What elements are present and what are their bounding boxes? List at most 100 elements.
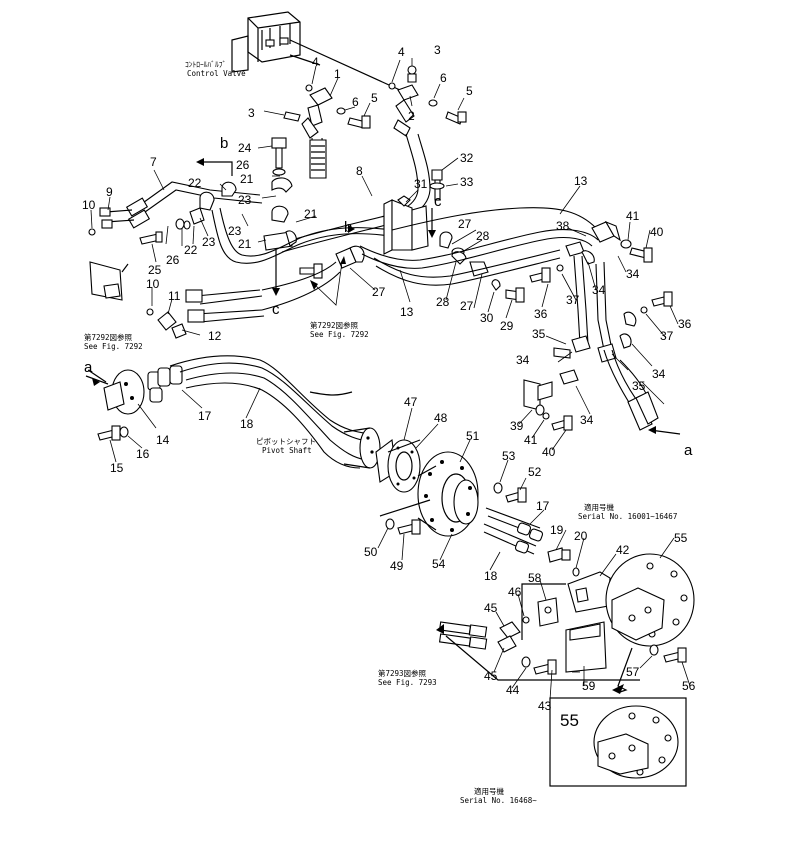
callout-3-left: 3 (248, 106, 255, 120)
callout-27-top: 27 (458, 217, 472, 231)
hose-18-b (179, 362, 373, 443)
callout-27-right: 27 (460, 299, 474, 313)
callout-34-c: 34 (516, 353, 530, 367)
hose-13-upper-a (391, 207, 597, 231)
ref-7292-mid-en: See Fig. 7292 (310, 330, 369, 339)
callout-40-bottom: 40 (542, 445, 556, 459)
callout-55-top: 55 (674, 531, 688, 545)
elbow-fitting-2 (393, 84, 419, 137)
callout-13-bottom: 13 (400, 305, 414, 319)
view-marker-a-left: a (84, 359, 93, 376)
view-marker-a-right: a (684, 442, 693, 459)
callout-56: 56 (682, 679, 696, 693)
callout-26-bottom: 26 (166, 253, 180, 267)
serial-b-jp: 適用号機 (474, 786, 504, 796)
pivot-shaft (343, 427, 381, 469)
callout-21-a: 21 (240, 172, 254, 186)
callout-41-bottom: 41 (524, 433, 538, 447)
callout-36-right: 36 (678, 317, 692, 331)
hose-11-to-clamp (261, 261, 337, 291)
hose-right-vertical-a (573, 255, 581, 345)
ref-7292-left-block (89, 261, 129, 301)
callout-57: 57 (626, 665, 640, 679)
serial-a-en: Serial No. 16001~16467 (578, 512, 677, 521)
control-valve (231, 11, 401, 91)
callout-34-b: 34 (592, 283, 606, 297)
callout-38: 38 (556, 219, 570, 233)
pivot-shaft-label-jp: ピボットシャフト (256, 437, 316, 446)
callout-21-b: 21 (304, 207, 318, 221)
callout-37-left: 37 (566, 293, 580, 307)
callout-42: 42 (616, 543, 630, 557)
callout-9: 9 (106, 185, 113, 199)
callout-47: 47 (404, 395, 418, 409)
callout-24: 24 (238, 141, 252, 155)
callout-28-bottom: 28 (436, 295, 450, 309)
plate-55-serial-a (605, 553, 695, 647)
callout-51: 51 (466, 429, 480, 443)
fittings-45-46 (438, 616, 557, 675)
callout-55-box: 55 (560, 711, 579, 730)
callout-50: 50 (364, 545, 378, 559)
callout-59: 59 (582, 679, 596, 693)
callout-16: 16 (136, 447, 150, 461)
serial-b-box (549, 697, 687, 787)
plate-55-serial-b (593, 705, 679, 779)
view-marker-c-mid: c (434, 193, 442, 210)
callout-22-bottom: 22 (184, 243, 198, 257)
a-left-leader (87, 369, 107, 383)
callout-46: 46 (508, 585, 522, 599)
clamp-27-center (299, 245, 365, 279)
hose-18-c (185, 372, 367, 461)
bolts-39-41-40 (535, 404, 573, 431)
flange-47-48 (375, 438, 421, 493)
callout-31: 31 (414, 177, 428, 191)
callout-23-b: 23 (228, 224, 242, 238)
callout-21-c: 21 (238, 237, 252, 251)
callout-25: 25 (148, 263, 162, 277)
callout-numbers: 1 2 3 3 4 4 5 5 6 6 7 8 9 10 10 11 12 13… (82, 43, 696, 730)
callout-34-d: 34 (652, 367, 666, 381)
callout-58: 58 (528, 571, 542, 585)
ref-7293-leader (445, 635, 640, 681)
serial-a-jp: 適用号機 (584, 502, 614, 512)
clamp-27-28-mid (439, 231, 525, 303)
ref-7293-jp: 第7293図参照 (378, 668, 427, 678)
hose-right-vertical-b (581, 255, 589, 345)
ref-7292-left-jp: 第7292図参照 (84, 332, 133, 342)
pivot-shaft-label-en: Pivot Shaft (262, 446, 312, 455)
bolt-49-50 (379, 499, 431, 535)
callout-40-top: 40 (650, 225, 664, 239)
fitting-19-20 (547, 547, 580, 577)
callout-34-a: 34 (626, 267, 640, 281)
callout-18-right: 18 (484, 569, 498, 583)
bolts-36-37-mid (529, 264, 673, 314)
callout-4-right: 4 (398, 45, 405, 59)
bolt-15-16 (97, 425, 129, 441)
callout-13-top: 13 (574, 174, 588, 188)
callout-49: 49 (390, 559, 404, 573)
callout-3-right: 3 (434, 43, 441, 57)
callout-23-a: 23 (238, 193, 252, 207)
swivel-flange-51 (417, 451, 479, 537)
hose-right-vertical-d (603, 261, 613, 351)
b-top-leader (200, 161, 233, 176)
callout-28-top: 28 (476, 229, 490, 243)
callout-26-top: 26 (236, 158, 250, 172)
callout-7: 7 (150, 155, 157, 169)
callout-12: 12 (208, 329, 222, 343)
callout-10-bottom: 10 (146, 277, 160, 291)
pivot-shaft-arrow (309, 391, 353, 396)
callout-leaders (90, 58, 691, 701)
hose-13-c (373, 249, 561, 278)
callout-37-right: 37 (660, 329, 674, 343)
callout-35-right: 35 (632, 379, 646, 393)
clamp-cluster-left (139, 181, 297, 251)
bolt-52-53 (493, 482, 527, 503)
view-marker-c-left: c (272, 301, 280, 318)
callout-23-c: 23 (202, 235, 216, 249)
callout-44: 44 (506, 683, 520, 697)
clamp-35-assembly (523, 311, 637, 411)
callout-45-top: 45 (484, 601, 498, 615)
